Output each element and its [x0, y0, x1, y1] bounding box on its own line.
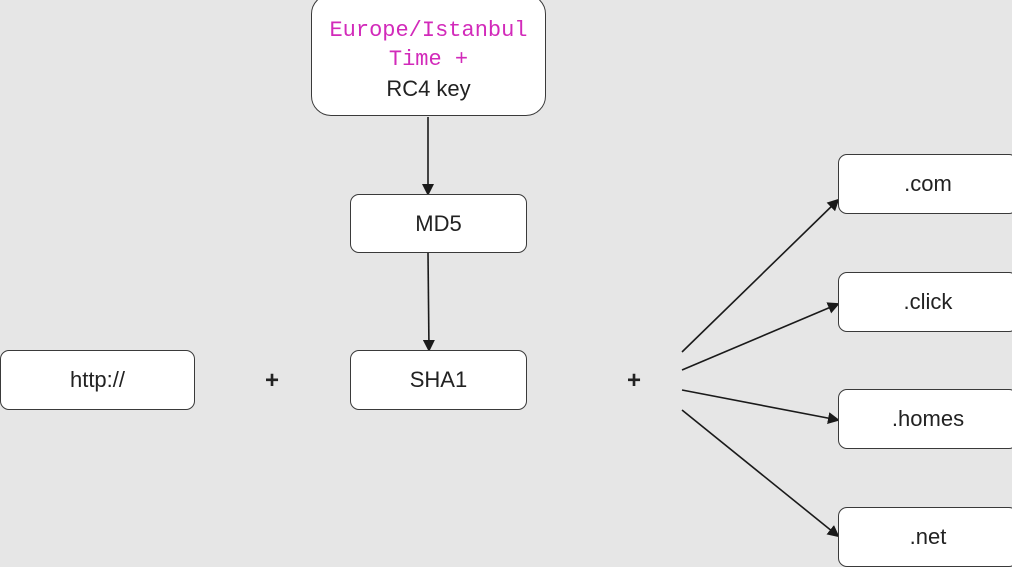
tld-label-click: .click [903, 289, 953, 314]
arrow-to-homes [681, 389, 840, 425]
tld-node-com: .com [838, 154, 1012, 214]
seed-node: Europe/Istanbul Time + RC4 key [311, 0, 546, 116]
seed-time-label: Time + [388, 46, 469, 72]
tld-label-homes: .homes [891, 406, 965, 431]
arrow-to-net [681, 409, 840, 538]
sha1-label: SHA1 [409, 367, 468, 392]
plus-operator-left: + [264, 367, 279, 394]
tld-label-com: .com [904, 171, 952, 196]
scheme-label: http:// [69, 367, 126, 392]
tld-node-click: .click [838, 272, 1012, 332]
tld-node-net: .net [838, 507, 1012, 567]
arrow-md5-to-sha1 [422, 252, 435, 352]
tld-label-net: .net [909, 524, 947, 549]
plus-operator-right: + [626, 367, 641, 394]
md5-label: MD5 [415, 210, 462, 236]
arrow-to-click [681, 302, 840, 371]
seed-timezone-label: Europe/Istanbul [329, 17, 528, 43]
md5-node: MD5 [350, 194, 527, 253]
sha1-node: SHA1 [350, 350, 527, 410]
tld-node-homes: .homes [838, 389, 1012, 449]
seed-rc4-key-label: RC4 key [386, 75, 471, 101]
scheme-node: http:// [0, 350, 195, 410]
arrow-to-com [681, 198, 840, 353]
